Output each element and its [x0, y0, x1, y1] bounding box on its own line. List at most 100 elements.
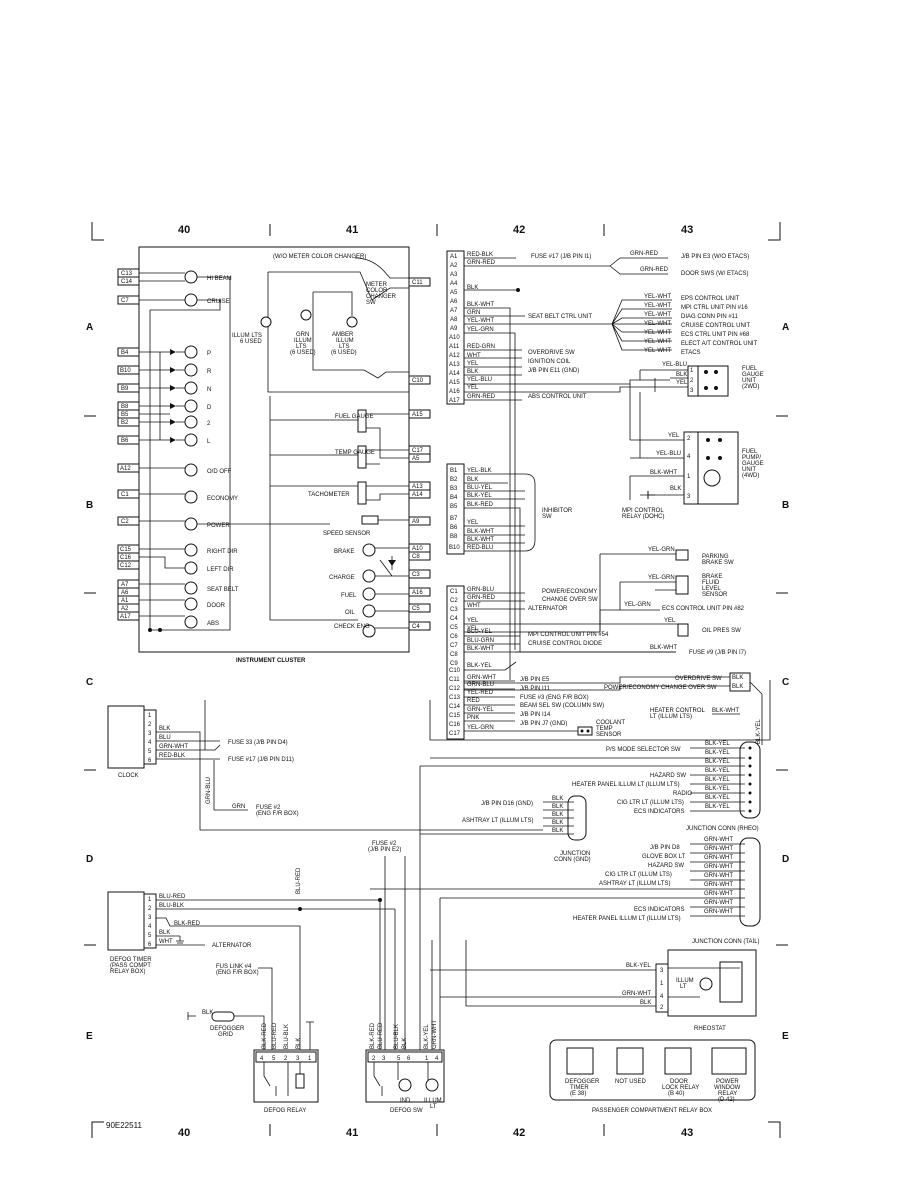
svg-text:YEL-WHT: YEL-WHT	[644, 303, 671, 309]
svg-text:YEL-BLU: YEL-BLU	[662, 362, 687, 368]
svg-text:MPI CONTROL UNIT PIN #54: MPI CONTROL UNIT PIN #54	[528, 632, 609, 638]
svg-text:YEL-WHT: YEL-WHT	[644, 312, 671, 318]
svg-text:YEL-WHT: YEL-WHT	[644, 348, 671, 354]
svg-text:J/B PIN I14: J/B PIN I14	[520, 712, 551, 718]
svg-text:C8: C8	[450, 652, 458, 658]
svg-text:B5: B5	[450, 504, 458, 510]
svg-text:YEL: YEL	[467, 626, 479, 632]
svg-text:FLUID: FLUID	[702, 580, 720, 586]
svg-text:YEL: YEL	[668, 433, 680, 439]
svg-text:YEL: YEL	[664, 618, 676, 624]
svg-text:3: 3	[148, 915, 152, 921]
svg-text:YEL-GRN: YEL-GRN	[648, 547, 675, 553]
svg-text:BLU-GRN: BLU-GRN	[467, 638, 494, 644]
svg-text:BLU-RED: BLU-RED	[378, 1022, 384, 1049]
svg-text:DIAG CONN PIN #11: DIAG CONN PIN #11	[681, 314, 739, 320]
svg-text:J/B PIN D8: J/B PIN D8	[650, 845, 680, 851]
svg-text:A9: A9	[450, 326, 458, 332]
svg-text:C2: C2	[450, 598, 458, 604]
svg-text:GRN-RED: GRN-RED	[467, 260, 496, 266]
svg-text:BLK: BLK	[159, 726, 170, 732]
svg-text:TEMP: TEMP	[596, 726, 613, 732]
svg-text:BLK: BLK	[670, 486, 681, 492]
svg-text:DOOR: DOOR	[670, 1079, 689, 1085]
svg-text:GRN-WHT: GRN-WHT	[622, 991, 651, 997]
svg-text:BLK-YEL: BLK-YEL	[424, 1024, 430, 1049]
svg-text:L: L	[207, 439, 211, 445]
svg-text:BLK: BLK	[467, 477, 478, 483]
svg-text:GRN-WHT: GRN-WHT	[704, 855, 733, 861]
svg-text:B1: B1	[450, 468, 458, 474]
svg-text:C1: C1	[121, 492, 129, 498]
svg-text:GRN-RED: GRN-RED	[640, 267, 669, 273]
svg-text:YEL-WHT: YEL-WHT	[644, 330, 671, 336]
row-label: D	[782, 854, 789, 865]
svg-text:C13: C13	[449, 695, 461, 701]
svg-text:4: 4	[687, 454, 691, 460]
svg-text:BLK-RED: BLK-RED	[262, 1022, 268, 1049]
svg-text:GAUGE: GAUGE	[742, 372, 764, 378]
svg-text:(E 38): (E 38)	[570, 1091, 586, 1097]
svg-text:NOT USED: NOT USED	[615, 1079, 647, 1085]
svg-text:(D 42): (D 42)	[718, 1097, 735, 1103]
svg-text:CONN (GND): CONN (GND)	[554, 857, 591, 863]
svg-text:2: 2	[372, 1056, 376, 1062]
svg-text:BLK-YEL: BLK-YEL	[705, 759, 730, 765]
row-label: D	[86, 854, 93, 865]
svg-text:GRN-WHT: GRN-WHT	[467, 675, 496, 681]
svg-text:ILLUM: ILLUM	[424, 1098, 442, 1104]
svg-text:B7: B7	[450, 516, 458, 522]
svg-text:3: 3	[148, 731, 152, 737]
svg-text:B8: B8	[121, 404, 129, 410]
svg-text:BLK: BLK	[732, 684, 743, 690]
svg-text:BLK-YEL: BLK-YEL	[705, 795, 730, 801]
svg-text:RED-BLK: RED-BLK	[467, 252, 493, 258]
svg-text:4: 4	[148, 924, 152, 930]
svg-text:BLK: BLK	[552, 820, 563, 826]
svg-text:A12: A12	[120, 466, 131, 472]
svg-text:A7: A7	[121, 582, 129, 588]
svg-text:YEL-WHT: YEL-WHT	[644, 321, 671, 327]
svg-text:4: 4	[435, 1056, 439, 1062]
svg-text:C15: C15	[449, 713, 461, 719]
svg-text:A3: A3	[450, 272, 458, 278]
svg-text:CRUISE: CRUISE	[207, 299, 230, 305]
svg-text:JUNCTION: JUNCTION	[560, 851, 590, 857]
svg-text:1: 1	[425, 1056, 429, 1062]
svg-text:ETACS: ETACS	[681, 350, 701, 356]
svg-text:(ENG F/R BOX): (ENG F/R BOX)	[256, 811, 299, 817]
svg-text:A6: A6	[450, 299, 458, 305]
cluster-lamps: HI BEAM CRUISE P R N D 2 L O/D OFF ECONO…	[139, 270, 330, 632]
svg-text:OVERDRIVE SW: OVERDRIVE SW	[675, 676, 722, 682]
svg-text:SEAT BELT CTRL UNIT: SEAT BELT CTRL UNIT	[528, 314, 592, 320]
svg-text:PNK: PNK	[467, 715, 479, 721]
svg-text:A9: A9	[412, 519, 420, 525]
column-label: 41	[346, 1127, 358, 1139]
svg-text:A5: A5	[450, 290, 458, 296]
svg-text:GRN-WHT: GRN-WHT	[704, 882, 733, 888]
svg-text:(J/B PIN E2): (J/B PIN E2)	[368, 847, 401, 853]
svg-text:RED: RED	[467, 698, 480, 704]
svg-text:ECONOMY: ECONOMY	[207, 496, 238, 502]
svg-text:CRUISE CONTROL UNIT: CRUISE CONTROL UNIT	[681, 323, 750, 329]
svg-text:FUSE #17 (J/B PIN I1): FUSE #17 (J/B PIN I1)	[531, 254, 591, 260]
svg-text:C16: C16	[449, 722, 461, 728]
svg-text:BLK-YEL: BLK-YEL	[467, 493, 492, 499]
svg-text:GRN-WHT: GRN-WHT	[704, 873, 733, 879]
svg-text:RELAY BOX): RELAY BOX)	[110, 969, 145, 975]
svg-text:IND: IND	[400, 1098, 411, 1104]
svg-text:BLK-WHT: BLK-WHT	[712, 708, 739, 714]
svg-text:C10: C10	[449, 668, 461, 674]
svg-text:P: P	[207, 351, 211, 357]
svg-text:BRAKE: BRAKE	[334, 549, 354, 555]
changer-label-2: CHANGER	[366, 294, 397, 300]
svg-text:GRN: GRN	[232, 804, 245, 810]
svg-text:DOOR: DOOR	[207, 603, 226, 609]
svg-text:MPI CONTROL: MPI CONTROL	[622, 508, 664, 514]
svg-text:2: 2	[690, 378, 694, 384]
svg-text:O/D OFF: O/D OFF	[207, 469, 232, 475]
svg-text:GRN-RED: GRN-RED	[467, 394, 496, 400]
svg-text:FUSE #2: FUSE #2	[372, 841, 397, 847]
junction-rheo: BLK-YEL BLK-YEL BLK-YEL BLK-YEL BLK-YEL …	[420, 741, 761, 832]
